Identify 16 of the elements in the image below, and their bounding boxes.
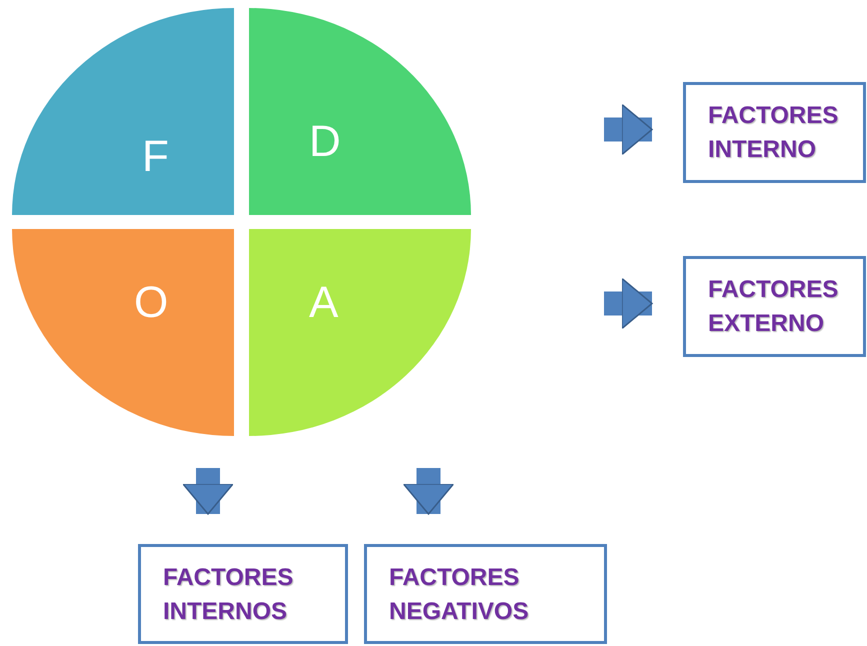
quadrant-letter: A bbox=[309, 279, 338, 327]
box-label: FACTORES INTERNOS bbox=[163, 563, 294, 627]
block-arrow bbox=[604, 104, 653, 156]
box-label: FACTORES INTERNO bbox=[708, 101, 840, 165]
text-box bbox=[364, 544, 607, 644]
block-arrow bbox=[604, 278, 653, 330]
quadrant-letter: F bbox=[142, 133, 169, 181]
text-box bbox=[683, 82, 866, 183]
quadrant-letter: O bbox=[134, 279, 168, 327]
quadrant-letter: D bbox=[309, 118, 341, 166]
text-box bbox=[683, 256, 866, 357]
block-arrow bbox=[402, 468, 454, 515]
text-box bbox=[138, 544, 348, 644]
box-label: FACTORES EXTERNO bbox=[708, 275, 840, 339]
block-arrow bbox=[182, 468, 234, 515]
box-label: FACTORES NEGATIVOS bbox=[389, 563, 529, 627]
